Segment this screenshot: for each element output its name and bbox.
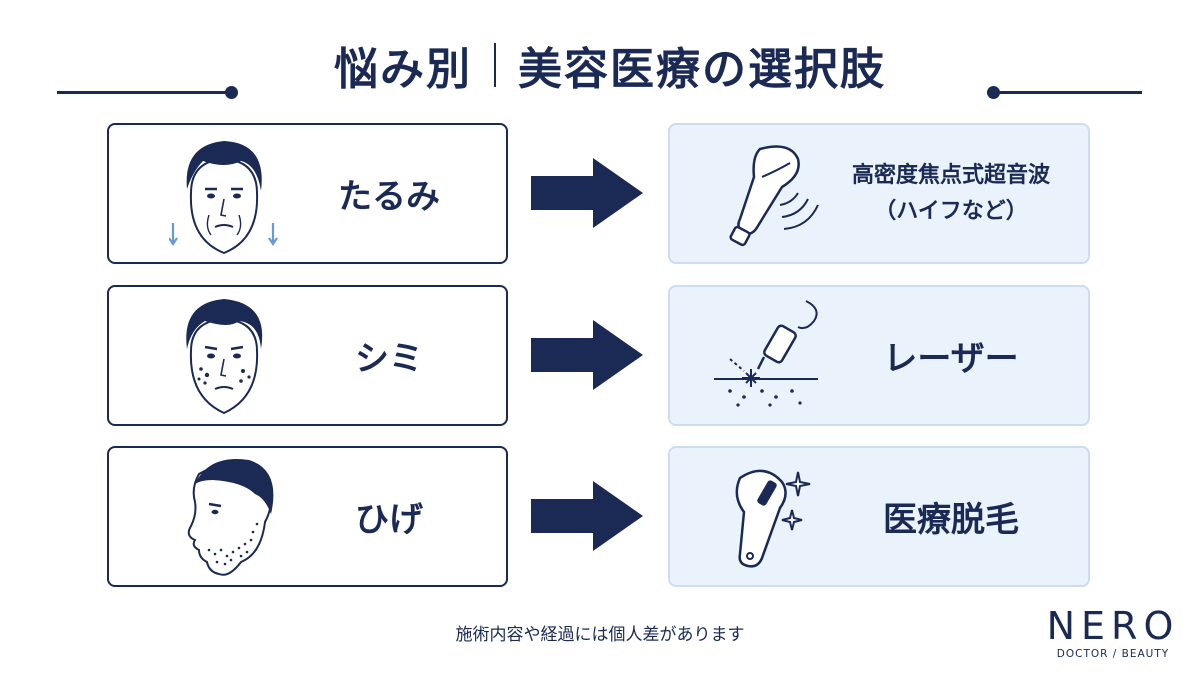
treatment-label-hifu-line1: 高密度焦点式超音波: [851, 162, 1050, 188]
laser-device-icon: [714, 300, 818, 407]
spots-face-icon: [186, 299, 263, 415]
right-arrow-icon-2: [531, 320, 643, 390]
treatment-label-hifu-line2: （ハイフなど）: [874, 198, 1028, 224]
concern-label-spots: シミ: [355, 339, 423, 379]
concern-label-beard: ひげ: [355, 500, 423, 540]
concern-card-spots: シミ: [107, 285, 508, 426]
treatment-card-laser: レーザー: [668, 285, 1090, 426]
title-dot-right: [987, 86, 1000, 99]
title-dot-left: [225, 86, 238, 99]
right-arrow-icon: [531, 158, 643, 228]
treatment-label-laser-text: レーザー: [883, 339, 1019, 379]
treatment-card-hair-removal: 医療脱毛: [668, 446, 1090, 587]
brand-name: NERO: [1046, 604, 1180, 648]
brand-logo: NERO DOCTOR / BEAUTY: [1040, 606, 1186, 660]
hifu-device-icon: [729, 145, 819, 247]
treatment-label-hair-removal: 医療脱毛: [820, 448, 1082, 585]
treatment-card-hifu: 高密度焦点式超音波 （ハイフなど）: [668, 123, 1090, 264]
treatment-label-hifu: 高密度焦点式超音波 （ハイフなど）: [820, 125, 1082, 262]
footnote: 施術内容や経過には個人差があります: [455, 625, 745, 645]
right-arrow-icon-3: [531, 481, 643, 551]
title-row: [0, 30, 1200, 100]
treatment-label-laser: レーザー: [820, 287, 1082, 424]
title-line-right: [994, 91, 1142, 94]
concern-card-beard: ひげ: [107, 446, 508, 587]
page-title: 悩み別 美容医療の選択肢: [240, 30, 980, 100]
brand-tagline: DOCTOR / BEAUTY: [1056, 648, 1170, 660]
page-title-left: 悩み別: [334, 44, 472, 95]
page-title-right: 美容医療の選択肢: [518, 44, 886, 95]
title-separator: [494, 43, 496, 87]
sagging-face-icon: [169, 141, 278, 255]
treatment-label-hair-removal-text: 医療脱毛: [883, 500, 1019, 540]
hair-removal-device-icon: [735, 469, 811, 568]
concern-label-sagging: たるみ: [338, 177, 440, 217]
title-line-left: [57, 91, 229, 94]
beard-face-icon: [187, 459, 274, 576]
concern-card-sagging: たるみ: [107, 123, 508, 264]
